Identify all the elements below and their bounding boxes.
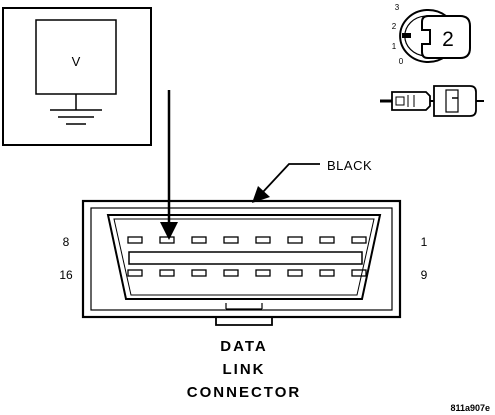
connector-pin-top-cavity	[287, 236, 303, 244]
ignition-position-0: 0	[399, 57, 404, 66]
connector-pin-bottom-cavity	[191, 269, 207, 277]
connector-pin-top-cavity	[351, 236, 367, 244]
connector-pin-top-cavity	[319, 236, 335, 244]
connector-pin-bottom-cavity	[223, 269, 239, 277]
wire-color-label: BLACK	[327, 158, 372, 173]
connector-plug-icon	[380, 85, 484, 117]
pin-label-8: 8	[63, 235, 70, 249]
connector-pin-row-bottom	[127, 269, 367, 277]
ground-icon	[50, 94, 102, 125]
ignition-ring	[399, 9, 447, 63]
connector-title-line-1: DATA	[220, 338, 267, 355]
connector-pin-bottom-cavity	[351, 269, 367, 277]
ignition-key-head	[421, 15, 471, 59]
connector-pin-bottom-cavity	[255, 269, 271, 277]
connector-pin-bottom-cavity	[127, 269, 143, 277]
connector-title-line-2: LINK	[223, 361, 266, 378]
pin-label-16: 16	[59, 268, 73, 282]
connector-key-bar	[128, 251, 363, 265]
connector-pin-top-cavity	[191, 236, 207, 244]
ignition-position-2: 2	[392, 22, 397, 31]
connector-pin-row-top	[127, 236, 367, 244]
connector-pin-top-cavity	[223, 236, 239, 244]
connector-pin-bottom-cavity	[319, 269, 335, 277]
ignition-position-3: 3	[395, 3, 400, 12]
ignition-position-1: 1	[392, 42, 397, 51]
connector-face	[106, 214, 382, 300]
voltmeter-symbol: V	[72, 54, 81, 69]
ignition-marker	[402, 33, 411, 38]
voltmeter-outer-frame	[2, 7, 152, 146]
probe-arrow	[160, 90, 178, 240]
connector-pin-top-cavity	[159, 236, 175, 244]
figure-id: 811a907e	[450, 403, 490, 413]
connector-pin-top-cavity	[127, 236, 143, 244]
voltmeter: V	[2, 7, 152, 146]
wire-color-callout: BLACK	[252, 158, 372, 203]
connector-title-line-3: CONNECTOR	[187, 384, 301, 401]
ignition-switch-icon: 3 2 1 0 2	[392, 3, 471, 66]
connector-locking-tab	[215, 317, 273, 326]
connector-pin-bottom-cavity	[159, 269, 175, 277]
pin-label-1: 1	[421, 235, 428, 249]
connector-pin-bottom-cavity	[287, 269, 303, 277]
connector-pin-top-cavity	[255, 236, 271, 244]
ignition-key-number: 2	[442, 28, 454, 51]
connector-outer-shell	[81, 199, 402, 319]
data-link-connector	[81, 199, 402, 326]
pin-label-9: 9	[421, 268, 428, 282]
